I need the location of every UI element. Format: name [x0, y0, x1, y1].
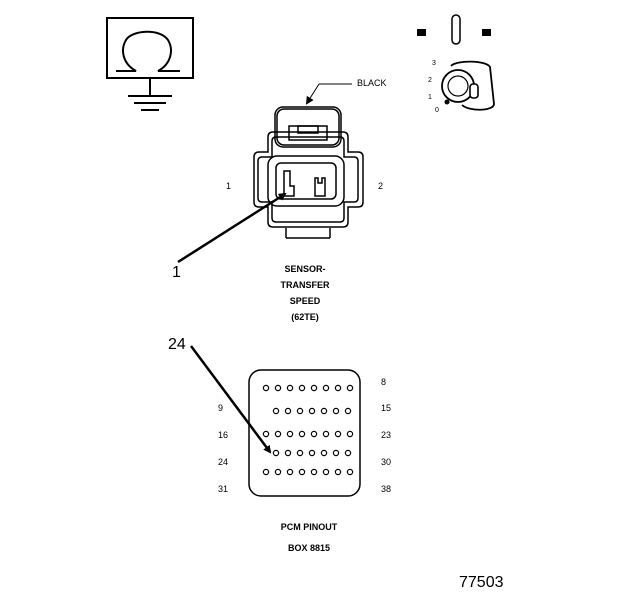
pcm-row-label-right-3: 23	[381, 430, 392, 440]
pcm-pin	[346, 468, 354, 476]
ignition-position-2: 2	[428, 77, 432, 84]
pcm-pin	[262, 468, 270, 476]
pcm-row-label-left-4: 31	[218, 484, 229, 494]
ignition-position-0: 0	[435, 107, 439, 114]
pcm-row-label-left-3: 24	[218, 457, 229, 467]
pcm-pin	[286, 384, 294, 392]
ignition-key-icon	[417, 14, 495, 111]
sensor-caption-line-3: SPEED	[289, 296, 321, 306]
pcm-row-label-right-5: 38	[381, 484, 392, 494]
pcm-pin	[332, 449, 340, 457]
pcm-pin	[346, 430, 354, 438]
pcm-row-label-left-1: 9	[218, 403, 224, 413]
pcm-pin	[322, 468, 330, 476]
wire-color-leader	[305, 83, 352, 105]
pcm-pin	[334, 384, 342, 392]
pcm-pin	[298, 468, 306, 476]
pcm-pin	[308, 449, 316, 457]
pcm-pin	[344, 407, 352, 415]
pcm-pin	[262, 430, 270, 438]
pcm-pin	[272, 407, 280, 415]
pcm-pin	[344, 449, 352, 457]
pcm-pin	[274, 468, 282, 476]
pcm-row-label-right-2: 15	[381, 403, 392, 413]
pcm-callout-number: 24	[168, 336, 186, 353]
pcm-pin-grid	[262, 384, 354, 476]
pcm-pin	[320, 407, 328, 415]
pcm-pin	[308, 407, 316, 415]
figure-number: 77503	[459, 574, 504, 591]
pcm-pin	[310, 468, 318, 476]
pcm-pin	[320, 449, 328, 457]
pcm-pin	[298, 384, 306, 392]
pcm-pin	[298, 430, 306, 438]
sensor-callout-number: 1	[172, 264, 181, 281]
pcm-row-label-left-2: 16	[218, 430, 229, 440]
sensor-callout-arrow	[177, 192, 287, 264]
pcm-pin	[310, 384, 318, 392]
pcm-pin	[334, 430, 342, 438]
pcm-pin	[322, 430, 330, 438]
pcm-pin	[296, 407, 304, 415]
sensor-pin-2-label: 2	[378, 181, 384, 191]
sensor-caption-line-1: SENSOR-	[284, 264, 326, 274]
ignition-position-3: 3	[432, 60, 436, 67]
ground-icon	[128, 78, 172, 111]
pcm-pin	[322, 384, 330, 392]
pcm-pin	[272, 449, 280, 457]
pcm-pin	[284, 449, 292, 457]
pcm-caption-line-2: BOX 8815	[287, 543, 331, 553]
ohmmeter-icon	[106, 17, 194, 79]
pcm-pin	[334, 468, 342, 476]
pcm-row-label-right-1: 8	[381, 377, 387, 387]
sensor-pin-1-label: 1	[226, 181, 232, 191]
pcm-pin	[284, 407, 292, 415]
sensor-connector	[253, 106, 364, 239]
pcm-pin	[274, 384, 282, 392]
sensor-caption-line-2: TRANSFER	[280, 280, 330, 290]
ignition-position-1: 1	[428, 94, 432, 101]
wire-color-label: BLACK	[357, 78, 387, 88]
pcm-pin	[310, 430, 318, 438]
pcm-pin	[286, 430, 294, 438]
pcm-pin	[296, 449, 304, 457]
pcm-row-label-right-4: 30	[381, 457, 392, 467]
pcm-pin	[332, 407, 340, 415]
pcm-callout-arrow	[189, 345, 272, 454]
pcm-pin	[262, 384, 270, 392]
pcm-connector	[248, 369, 361, 497]
pcm-pin	[286, 468, 294, 476]
pcm-pin	[346, 384, 354, 392]
sensor-caption-line-4: (62TE)	[291, 312, 319, 322]
pcm-pin	[274, 430, 282, 438]
pcm-caption-line-1: PCM PINOUT	[280, 522, 338, 532]
